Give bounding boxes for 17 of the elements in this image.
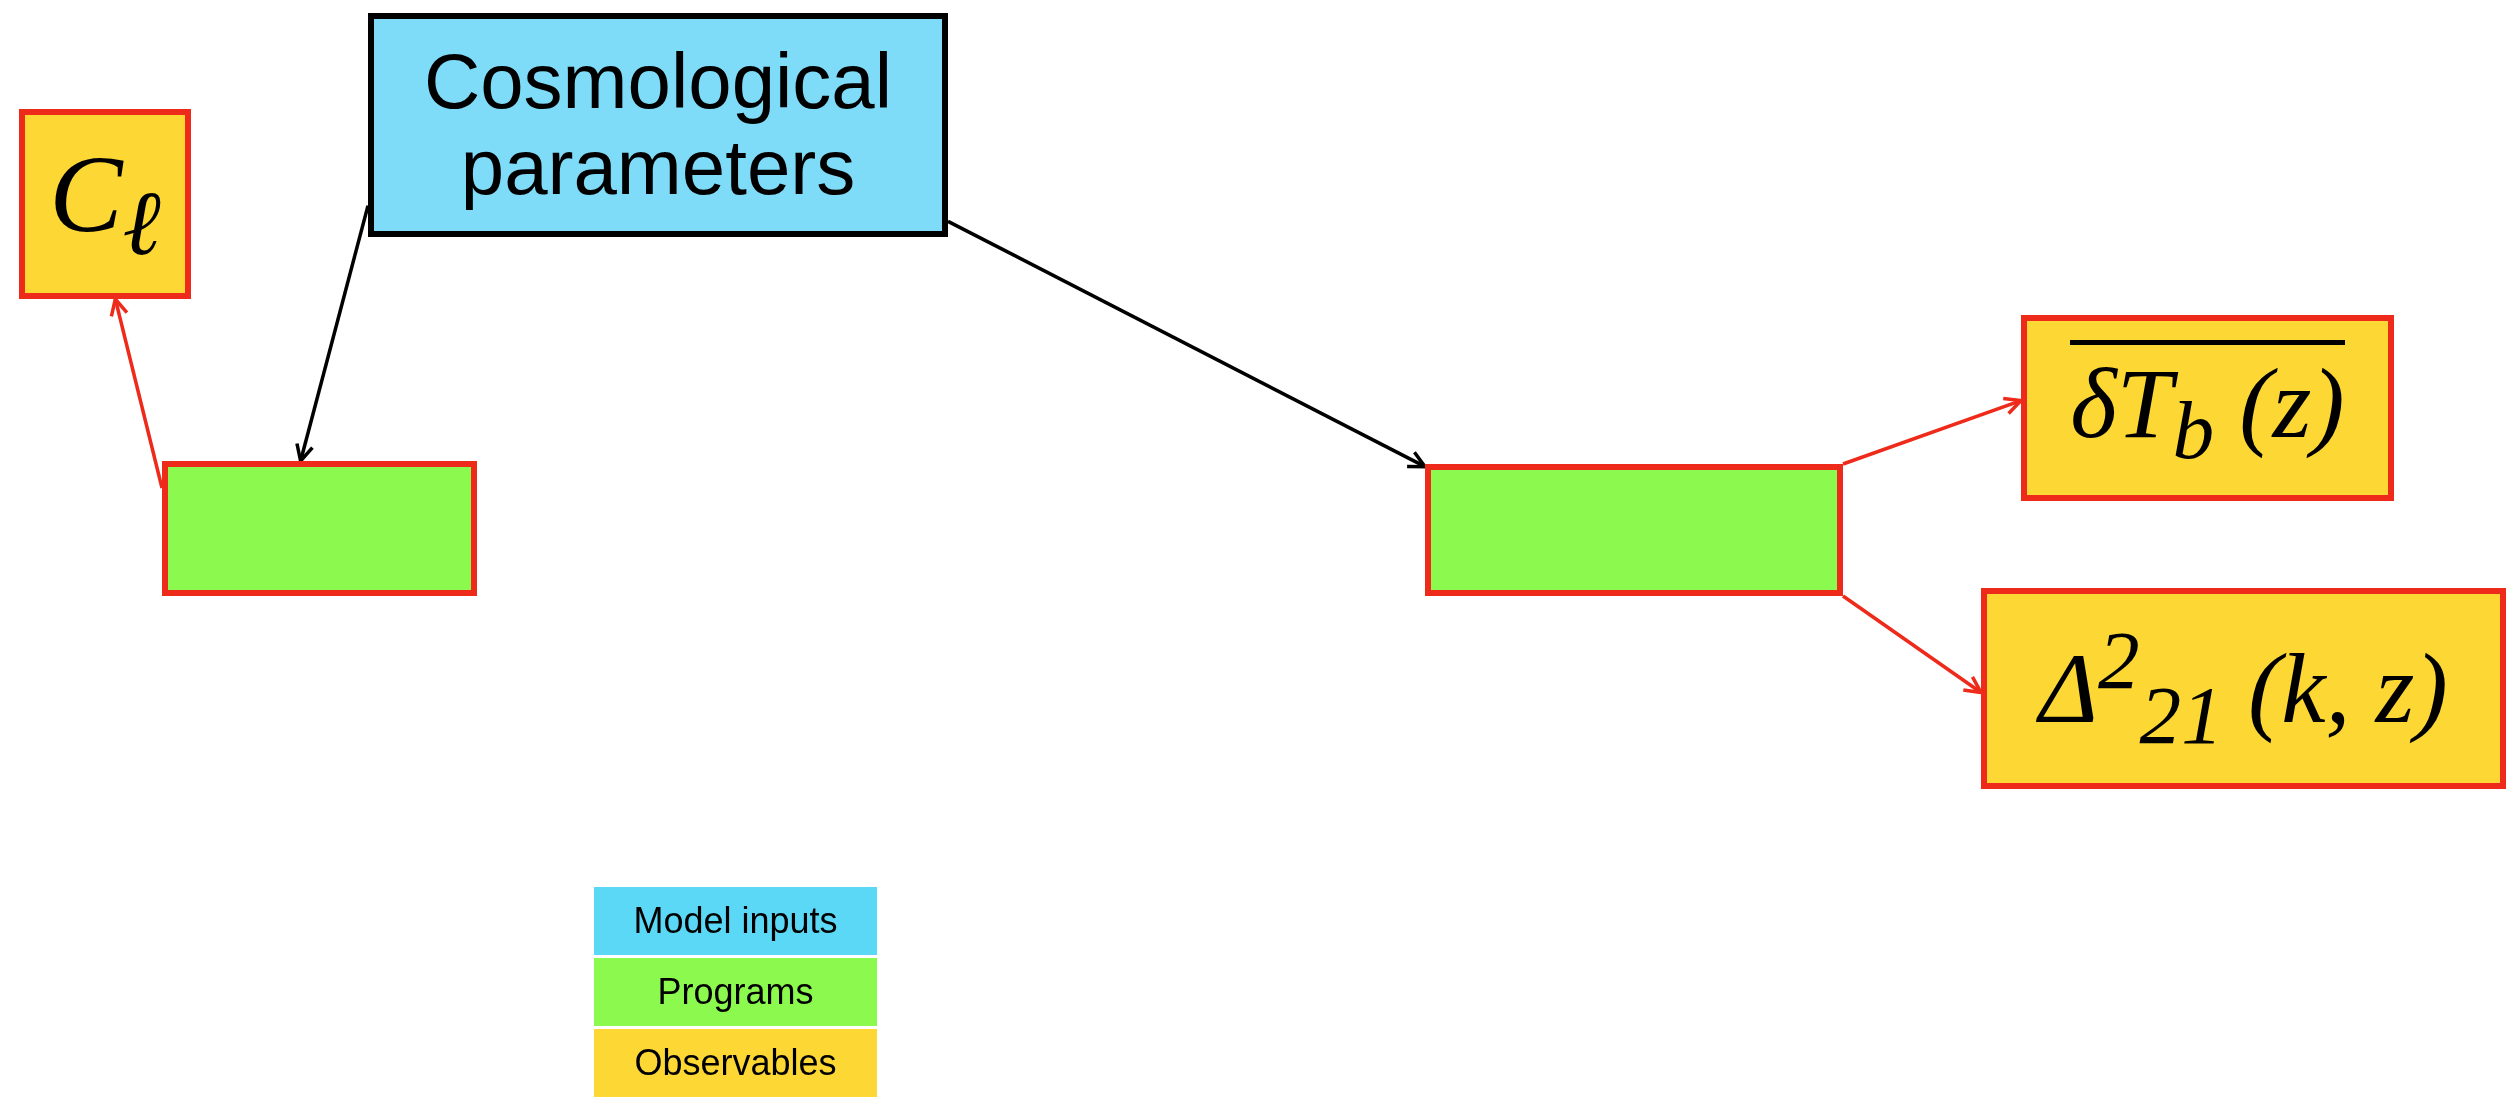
arrow — [1842, 396, 2023, 466]
legend-label: Observables — [634, 1042, 837, 1084]
input-box — [368, 13, 948, 237]
observable-box — [1981, 588, 2506, 789]
observable-box — [19, 109, 191, 299]
observable-box — [2021, 315, 2394, 501]
program-box — [162, 461, 477, 596]
arrow — [295, 205, 370, 463]
program-box — [1425, 464, 1843, 596]
math-label: C$_{ℓ}$ — [49, 134, 161, 274]
math-label: δT$_{b}$ (z) — [2070, 339, 2345, 477]
arrow — [1842, 594, 1983, 695]
arrow — [109, 297, 164, 489]
arrow — [947, 219, 1427, 469]
legend-label: Programs — [657, 971, 814, 1013]
node-label: Cosmological parameters — [422, 39, 894, 211]
legend-label: Model inputs — [633, 900, 838, 942]
